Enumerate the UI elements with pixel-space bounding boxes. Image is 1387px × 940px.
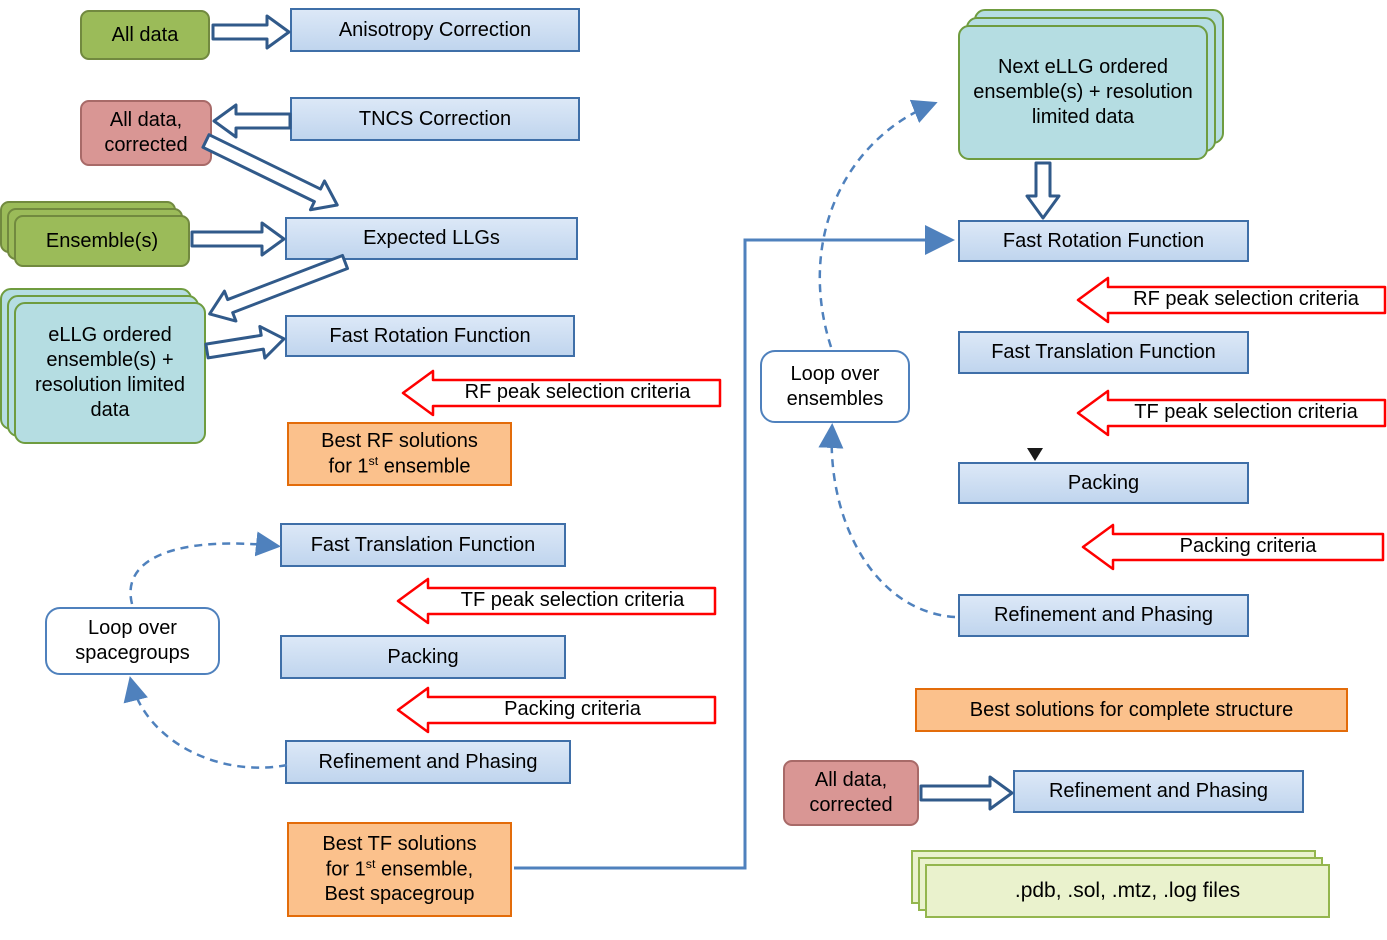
best-tf-solutions-text: Best TF solutions for 1st ensemble, Best…: [322, 832, 476, 908]
label-rf-criteria-right: RF peak selection criteria: [1133, 288, 1359, 310]
down-arrowhead-to-packing-right: [1027, 448, 1043, 461]
box-refinement-phasing-left: Refinement and Phasing: [285, 740, 571, 784]
box-all-data-corrected: All data, corrected: [80, 100, 212, 166]
arrow-ensembles-to-expectedllgs: [190, 221, 286, 257]
box-expected-llgs: Expected LLGs: [285, 217, 578, 260]
box-next-ellg-ordered-ensembles: Next eLLG ordered ensemble(s) + resoluti…: [958, 25, 1208, 160]
best-rf-line2b: ensemble: [378, 455, 471, 478]
best-tf-line3: Best spacegroup: [324, 883, 475, 906]
box-anisotropy-correction: Anisotropy Correction: [290, 8, 580, 52]
box-ellg-ordered-ensembles: eLLG ordered ensemble(s) + resolution li…: [14, 302, 206, 444]
arrow-tncs-to-alldatacorrected: [212, 103, 292, 139]
arrow-nextellg-to-fastrotation: [1025, 161, 1061, 220]
box-output-files: .pdb, .sol, .mtz, .log files: [925, 864, 1330, 918]
best-rf-line2a: for 1: [328, 455, 369, 478]
box-ensembles: Ensemble(s): [14, 215, 190, 267]
box-all-data-corrected-2: All data, corrected: [783, 760, 919, 826]
box-loop-over-spacegroups: Loop over spacegroups: [45, 607, 220, 675]
best-tf-line2b: ensemble,: [375, 858, 474, 881]
box-best-solutions-complete-structure: Best solutions for complete structure: [915, 688, 1348, 732]
box-fast-translation-function-left: Fast Translation Function: [280, 523, 566, 567]
best-rf-line1: Best RF solutions: [321, 429, 478, 452]
dashed-arrow-refinement-to-loopensembles: [818, 423, 956, 619]
box-packing-right: Packing: [958, 462, 1249, 504]
label-packing-criteria-right: Packing criteria: [1179, 535, 1317, 557]
dashed-arrow-refinement-to-loopspacegroups: [123, 676, 288, 769]
arrow-ellg-to-fastrotation: [204, 324, 286, 360]
best-tf-sup: st: [365, 856, 376, 871]
dashed-arrow-loopspacegroups-to-fasttranslation: [129, 531, 281, 605]
label-packing-criteria-left: Packing criteria: [504, 698, 641, 720]
best-rf-solutions-text: Best RF solutions for 1st ensemble: [321, 429, 478, 480]
best-rf-sup: st: [368, 453, 379, 468]
dashed-arrow-loopensembles-to-nextellg: [818, 99, 938, 348]
arrow-alldatacorrected-to-finalrefinement: [919, 775, 1014, 811]
box-refinement-phasing-final: Refinement and Phasing: [1013, 770, 1304, 813]
box-tncs-correction: TNCS Correction: [290, 97, 580, 141]
box-best-rf-solutions: Best RF solutions for 1st ensemble: [287, 422, 512, 486]
box-refinement-phasing-right: Refinement and Phasing: [958, 594, 1249, 637]
box-all-data: All data: [80, 10, 210, 60]
box-best-tf-solutions: Best TF solutions for 1st ensemble, Best…: [287, 822, 512, 917]
box-fast-rotation-function-left: Fast Rotation Function: [285, 315, 575, 357]
label-tf-criteria-right: TF peak selection criteria: [1134, 401, 1358, 423]
best-tf-line1: Best TF solutions: [322, 832, 477, 855]
box-fast-rotation-function-right: Fast Rotation Function: [958, 220, 1249, 262]
best-tf-line2a: for 1: [325, 858, 366, 881]
label-rf-criteria-left: RF peak selection criteria: [464, 381, 691, 403]
box-packing-left: Packing: [280, 635, 566, 679]
label-tf-criteria-left: TF peak selection criteria: [460, 589, 685, 611]
box-loop-over-ensembles: Loop over ensembles: [760, 350, 910, 423]
arrow-alldata-to-anisotropy: [211, 14, 291, 50]
box-fast-translation-function-right: Fast Translation Function: [958, 331, 1249, 374]
